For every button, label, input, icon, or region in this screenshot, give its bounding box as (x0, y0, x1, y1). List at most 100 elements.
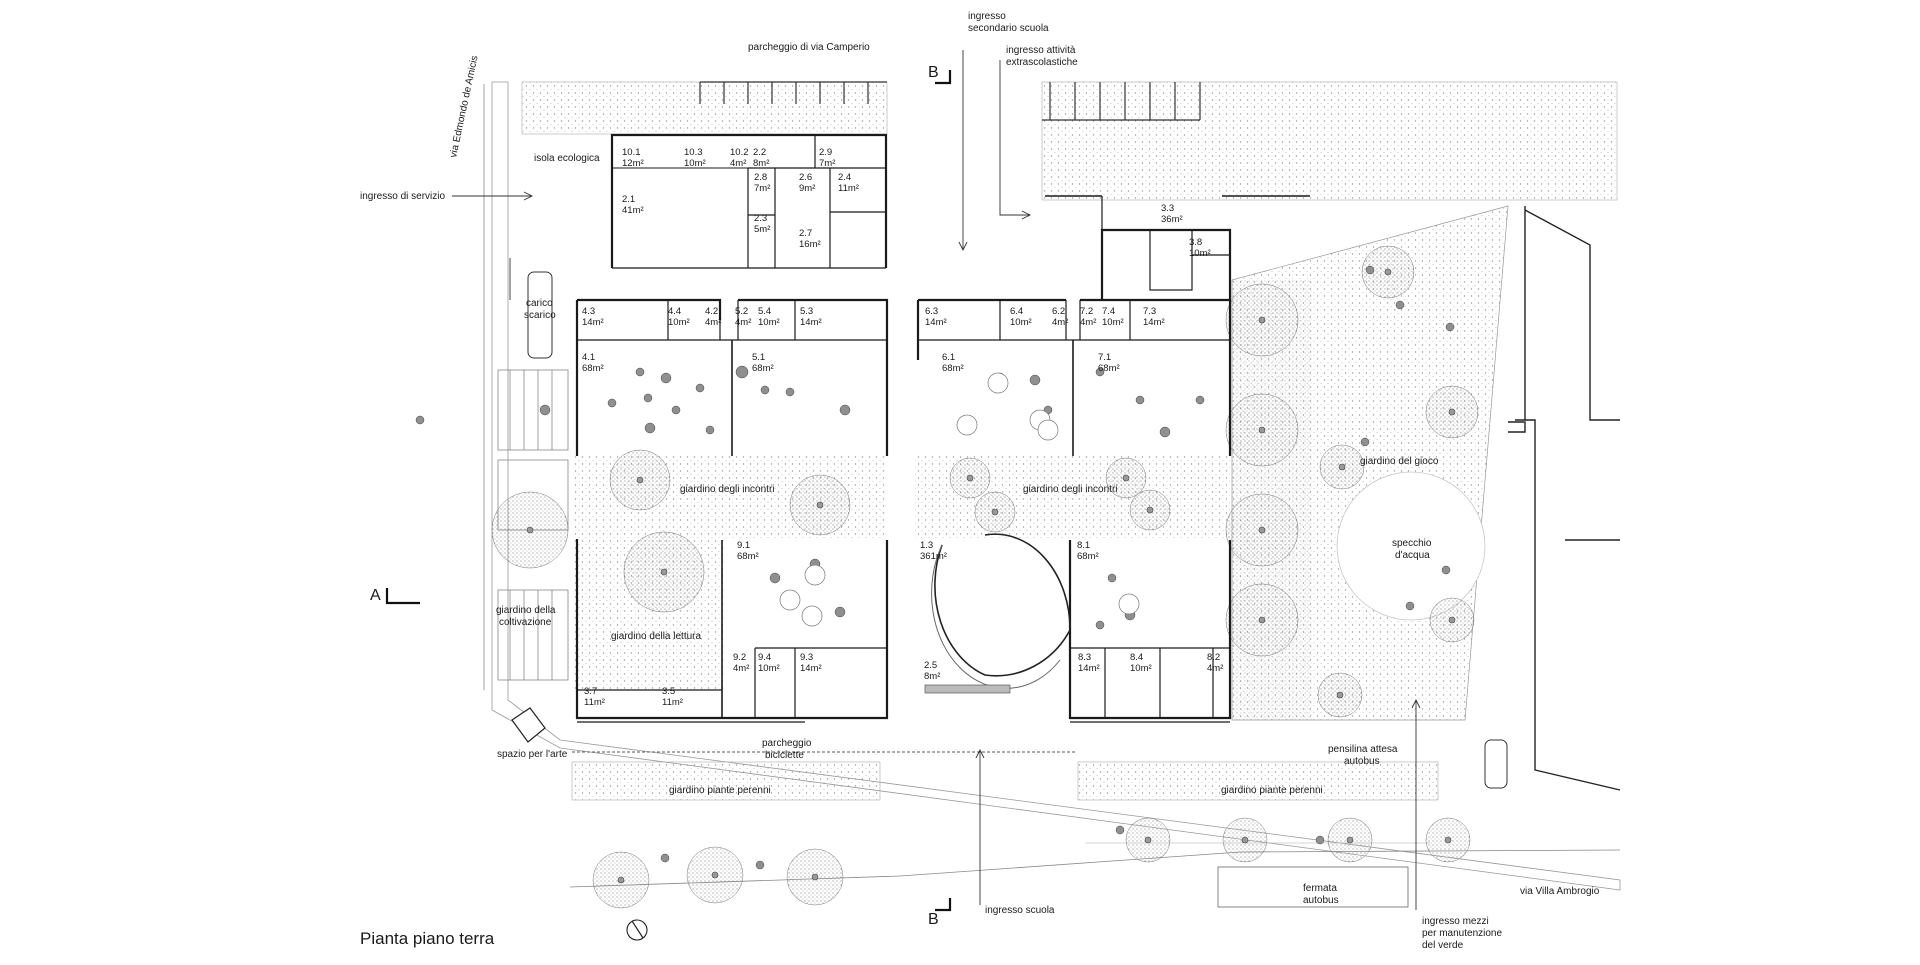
maint-access-line3: del verde (1422, 940, 1464, 951)
room-number: 9.1 (737, 540, 750, 551)
extra-access-line2: extrascolastiche (1006, 57, 1078, 68)
room-area: 10m² (1102, 317, 1124, 328)
room-area: 7m² (754, 183, 770, 194)
carico-label-2: scarico (524, 310, 556, 321)
room-area: 68m² (737, 551, 759, 562)
room-area: 4m² (1207, 663, 1223, 674)
room-number: 4.4 (668, 306, 681, 317)
north-east-hatch (1041, 81, 1618, 201)
room-area: 14m² (1078, 663, 1100, 674)
room-number: 2.7 (799, 228, 812, 239)
perenni-east-label: giardino piante perenni (1221, 785, 1323, 796)
room-area: 11m² (838, 183, 859, 194)
room-area: 10m² (1010, 317, 1032, 328)
room-area: 16m² (799, 239, 821, 250)
room-number: 4.3 (582, 306, 595, 317)
secondary-access-line2: secondario scuola (968, 23, 1049, 34)
room-area: 36m² (1161, 214, 1183, 225)
perennial-strip-west (571, 761, 881, 801)
room-number: 2.1 (622, 194, 635, 205)
service-access-label: ingresso di servizio (360, 191, 445, 202)
north-arrow (626, 919, 648, 941)
bici-label-2: biciclette (765, 750, 804, 761)
room-number: 9.2 (733, 652, 746, 663)
room-number: 2.2 (753, 147, 766, 158)
room-number: 10.1 (622, 147, 641, 158)
specchio-label-2: d'acqua (1395, 550, 1430, 561)
room-number: 3.5 (662, 686, 675, 697)
room-area: 7m² (819, 158, 835, 169)
room-area: 8m² (753, 158, 769, 169)
reception-desk (924, 684, 1011, 694)
maint-access-line2: per manutenzione (1422, 928, 1502, 939)
room-number: 2.6 (799, 172, 812, 183)
room-area: 10m² (1189, 248, 1211, 259)
incontri-east-label: giardino degli incontri (1023, 484, 1118, 495)
furniture (415, 265, 1455, 870)
room-number: 7.2 (1080, 306, 1093, 317)
plan-title: Pianta piano terra (360, 929, 495, 948)
art-pavilion (511, 707, 546, 743)
parked-car-east (1484, 739, 1508, 789)
building-walls (575, 133, 1310, 723)
room-area: 68m² (582, 363, 604, 374)
room-area: 14m² (1143, 317, 1165, 328)
room-area: 8m² (924, 671, 940, 682)
room-tags: 10.112m²10.310m²10.24m²2.28m²2.97m²2.87m… (582, 147, 1223, 708)
parked-car (527, 271, 553, 359)
room-area: 68m² (1098, 363, 1120, 374)
room-area: 4m² (1080, 317, 1096, 328)
section-b-top-label: B (928, 64, 939, 81)
carico-label-1: carico (526, 298, 553, 309)
room-number: 6.3 (925, 306, 938, 317)
room-area: 5m² (754, 224, 770, 235)
room-number: 2.5 (924, 660, 937, 671)
room-number: 9.4 (758, 652, 771, 663)
section-b-bottom-label: B (928, 911, 939, 928)
bus-stop-area (1217, 866, 1409, 908)
specchio-label-1: specchio (1392, 538, 1432, 549)
room-area: 4m² (735, 317, 751, 328)
east-buildings (1508, 206, 1621, 791)
room-number: 8.2 (1207, 652, 1220, 663)
room-number: 4.1 (582, 352, 595, 363)
room-area: 4m² (730, 158, 746, 169)
room-area: 14m² (800, 317, 822, 328)
room-number: 2.9 (819, 147, 832, 158)
room-number: 5.3 (800, 306, 813, 317)
street-west-label: via Edmondo de Amicis (448, 55, 480, 159)
coltivazione-label-1: giardino della (496, 605, 556, 616)
section-a-label: A (370, 587, 381, 604)
room-number: 2.8 (754, 172, 767, 183)
room-area: 4m² (1052, 317, 1068, 328)
room-number: 8.4 (1130, 652, 1143, 663)
room-area: 10m² (668, 317, 690, 328)
tree-trunks (526, 268, 1456, 884)
pensilina-label-2: autobus (1344, 756, 1380, 767)
tables (779, 372, 1140, 627)
room-number: 3.7 (584, 686, 597, 697)
coltivazione-label-2: coltivazione (499, 617, 552, 628)
room-number: 7.4 (1102, 306, 1115, 317)
room-number: 10.2 (730, 147, 749, 158)
room-area: 41m² (622, 205, 644, 216)
room-area: 10m² (758, 663, 780, 674)
room-number: 5.4 (758, 306, 771, 317)
fermata-label-2: autobus (1303, 895, 1339, 906)
incontri-west-label: giardino degli incontri (680, 484, 775, 495)
room-area: 14m² (582, 317, 604, 328)
central-hall-arc (934, 533, 1071, 677)
room-number: 1.3 (920, 540, 933, 551)
room-number: 4.2 (705, 306, 718, 317)
room-number: 6.1 (942, 352, 955, 363)
room-area: 11m² (584, 697, 605, 708)
room-area: 10m² (684, 158, 706, 169)
maint-access-line1: ingresso mezzi (1422, 916, 1489, 927)
room-area: 4m² (733, 663, 749, 674)
section-marks (385, 70, 952, 912)
room-number: 10.3 (684, 147, 703, 158)
room-area: 10m² (1130, 663, 1152, 674)
extra-access-line1: ingresso attività (1006, 45, 1076, 56)
room-area: 14m² (925, 317, 947, 328)
room-area: 68m² (942, 363, 964, 374)
